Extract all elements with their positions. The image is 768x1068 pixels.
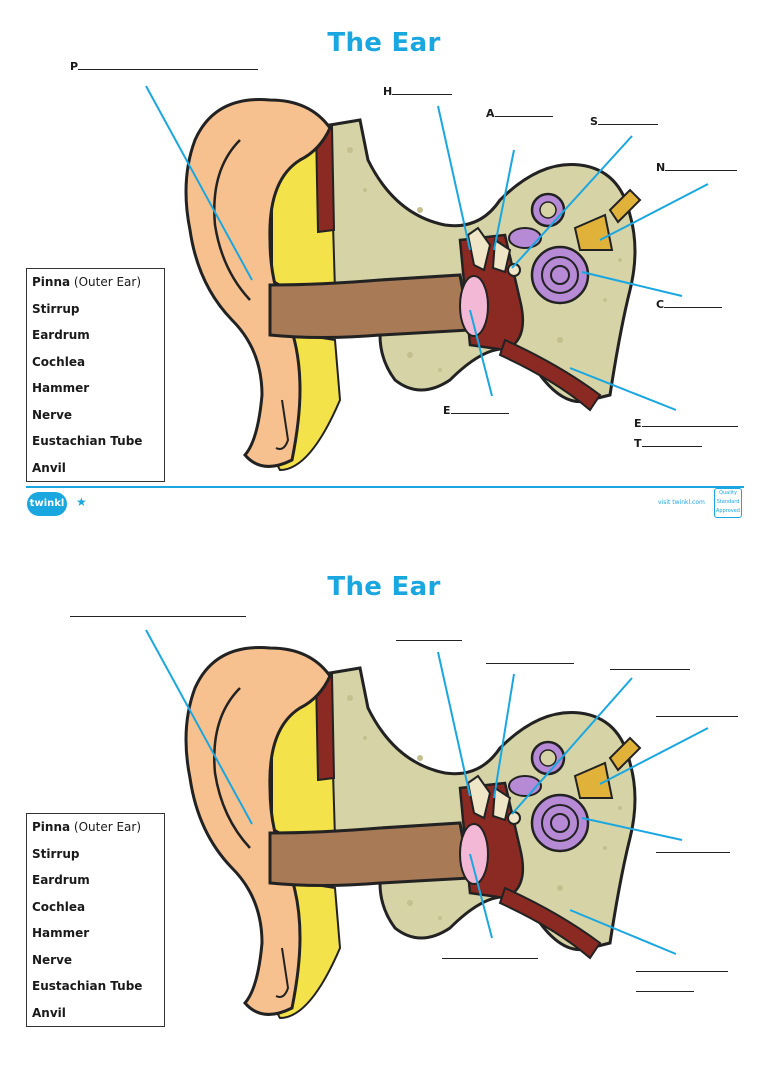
word-bank: Pinna (Outer Ear) Stirrup Eardrum Cochle…: [26, 813, 165, 1027]
twinkl-logo: twinkl: [27, 492, 67, 516]
page-title: The Ear: [327, 572, 441, 602]
word-bank-item: Nerve: [32, 952, 73, 967]
word-bank-item: Stirrup: [32, 301, 80, 316]
word-bank-item: Hammer: [32, 926, 90, 940]
word-bank-item: Cochlea: [32, 899, 86, 914]
star-icon: ★: [76, 495, 87, 509]
word-bank-item: Eardrum: [32, 328, 90, 342]
word-bank-item: Eardrum: [32, 873, 90, 887]
word-bank-item: Pinna (Outer Ear): [32, 820, 142, 834]
label-p: P: [70, 60, 259, 73]
label-e-eardrum: E: [443, 404, 509, 417]
label-h: H: [383, 85, 453, 98]
ear-anatomy-illustration: [184, 646, 642, 1020]
answer-blank-c[interactable]: [656, 852, 730, 853]
word-bank-item: Anvil: [32, 460, 66, 475]
label-e-eustachian: E: [634, 417, 738, 430]
ear-diagram: [145, 629, 709, 1020]
leader-lines: [145, 629, 709, 955]
answer-blank-eustachian-2[interactable]: [636, 991, 694, 992]
ear-diagram: [145, 85, 709, 472]
label-t-eustachian: T: [634, 437, 702, 450]
answer-blank-s[interactable]: [610, 669, 690, 670]
word-bank-item: Stirrup: [32, 846, 80, 861]
answer-blank-p[interactable]: [70, 616, 246, 617]
quality-badge: Quality Standard Approved: [714, 488, 742, 518]
answer-blank-eustachian-1[interactable]: [636, 971, 728, 972]
footer-divider: [26, 486, 744, 488]
label-a: A: [486, 107, 553, 120]
label-s: S: [590, 115, 658, 128]
word-bank: Pinna (Outer Ear) Stirrup Eardrum Cochle…: [26, 268, 165, 482]
worksheet-labelled: The Ear: [0, 0, 768, 520]
answer-blank-h[interactable]: [396, 640, 462, 641]
label-n: N: [656, 161, 738, 174]
page-title: The Ear: [327, 28, 441, 58]
word-bank-item: Pinna (Outer Ear): [32, 275, 142, 289]
answer-blank-n[interactable]: [656, 716, 738, 717]
visit-link[interactable]: visit twinkl.com: [658, 499, 705, 506]
label-c: C: [656, 298, 723, 311]
answer-blank-a[interactable]: [486, 663, 574, 664]
word-bank-item: Eustachian Tube: [32, 979, 143, 993]
word-bank-item: Hammer: [32, 381, 90, 395]
word-bank-item: Anvil: [32, 1005, 66, 1020]
word-bank-item: Nerve: [32, 407, 73, 422]
ear-anatomy-illustration: [184, 98, 642, 472]
leader-lines: [145, 85, 709, 411]
worksheet-blank: The Ear: [0, 548, 768, 1027]
answer-blank-eardrum[interactable]: [442, 958, 538, 959]
word-bank-item: Cochlea: [32, 354, 86, 369]
word-bank-item: Eustachian Tube: [32, 434, 143, 448]
